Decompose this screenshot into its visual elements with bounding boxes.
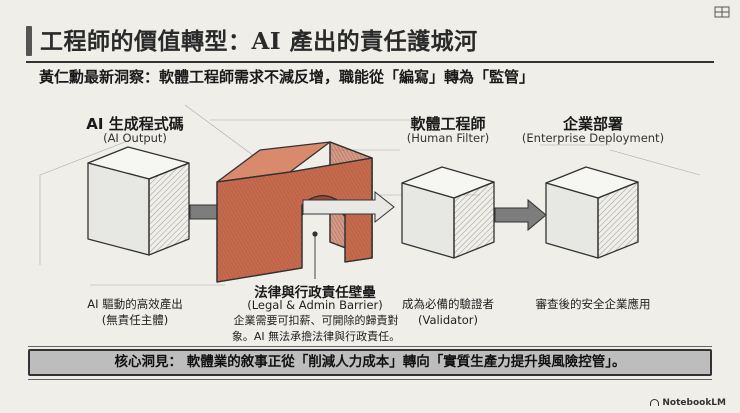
stage-ai-output-caption-1: AI 驅動的高效產出 [87,297,183,311]
cube-ai-output [87,146,190,256]
grid-icon [714,6,730,18]
footer-rule-bottom [28,379,712,380]
stage-deployment-subtitle: (Enterprise Deployment) [521,131,665,145]
stage-barrier-caption-1: 企業需要可扣薪、可開除的歸責對 [233,314,399,327]
brand-name: NotebookLM [662,398,726,408]
stage-human-filter-title: 軟體工程師 [410,115,486,133]
arrow-to-deployment [494,198,547,232]
brand-watermark: NotebookLM [650,398,726,408]
stage-deployment-title: 企業部署 [562,115,623,133]
stage-ai-output-title: AI 生成程式碼 [86,115,184,133]
stage-human-filter-caption-1: 成為必備的驗證者 [402,297,494,311]
insight-banner [28,349,712,376]
stage-barrier-title: 法律與行政責任壁壘 [254,285,376,301]
stage-deployment-caption: 審查後的安全企業應用 [535,297,651,311]
stage-human-filter-caption-2: (Validator) [417,313,478,327]
arrow-through-barrier [302,190,395,224]
footer-rule-top [28,346,712,347]
title-divider [26,61,714,63]
stage-barrier-subtitle: (Legal & Admin Barrier) [247,298,383,312]
title-accent-bar [26,26,32,56]
stage-ai-output-subtitle: (AI Output) [103,131,167,145]
stage-barrier-caption-2: 象。AI 無法承擔法律與行政責任。 [231,330,401,343]
page-title: 工程師的價值轉型：AI 產出的責任護城河 [40,28,478,55]
cube-enterprise-deployment [545,166,639,259]
stage-human-filter-subtitle: (Human Filter) [406,131,490,145]
cube-human-filter [401,166,495,259]
stage-ai-output-caption-2: (無責任主體) [101,313,169,327]
notebooklm-icon [650,399,660,406]
insight-text: 核心洞見： 軟體業的敘事正從「削減人力成本」轉向「實質生產力提升與風險控管」。 [114,354,626,370]
page-subtitle: 黃仁勳最新洞察：軟體工程師需求不減反增，職能從「編寫」轉為「監管」 [39,68,535,86]
barrier-callout [312,231,318,279]
